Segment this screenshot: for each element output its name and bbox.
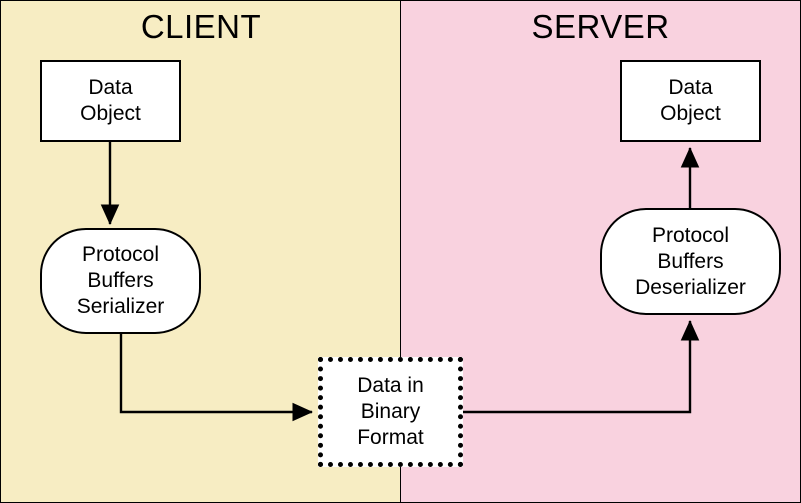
pane-server-title: SERVER <box>531 8 670 45</box>
node-server-data-object-line-2: Object <box>660 102 721 125</box>
node-client-data-object-line-2: Object <box>80 102 141 125</box>
node-protocol-buffers-deserializer[interactable]: Protocol Buffers Deserializer <box>600 208 781 315</box>
node-client-data-object[interactable]: Data Object <box>40 60 181 142</box>
node-server-data-object[interactable]: Data Object <box>620 60 761 142</box>
node-server-data-object-line-1: Data <box>668 76 713 99</box>
node-binary-line-1: Data in <box>357 374 424 397</box>
pane-client-title: CLIENT <box>140 8 262 45</box>
node-serializer-line-3: Serializer <box>76 295 165 318</box>
node-deserializer-line-1: Protocol <box>651 223 730 247</box>
node-serializer-line-1: Protocol <box>81 243 160 266</box>
node-deserializer-line-2: Buffers <box>657 249 724 273</box>
node-binary-line-2: Binary <box>360 400 421 423</box>
node-protocol-buffers-serializer[interactable]: Protocol Buffers Serializer <box>40 228 201 334</box>
node-binary-line-3: Format <box>357 426 424 449</box>
node-data-in-binary-format[interactable]: Data in Binary Format <box>318 357 463 467</box>
node-client-data-object-line-1: Data <box>88 76 133 99</box>
node-serializer-line-2: Buffers <box>87 269 154 292</box>
node-deserializer-line-3: Deserializer <box>635 275 746 299</box>
